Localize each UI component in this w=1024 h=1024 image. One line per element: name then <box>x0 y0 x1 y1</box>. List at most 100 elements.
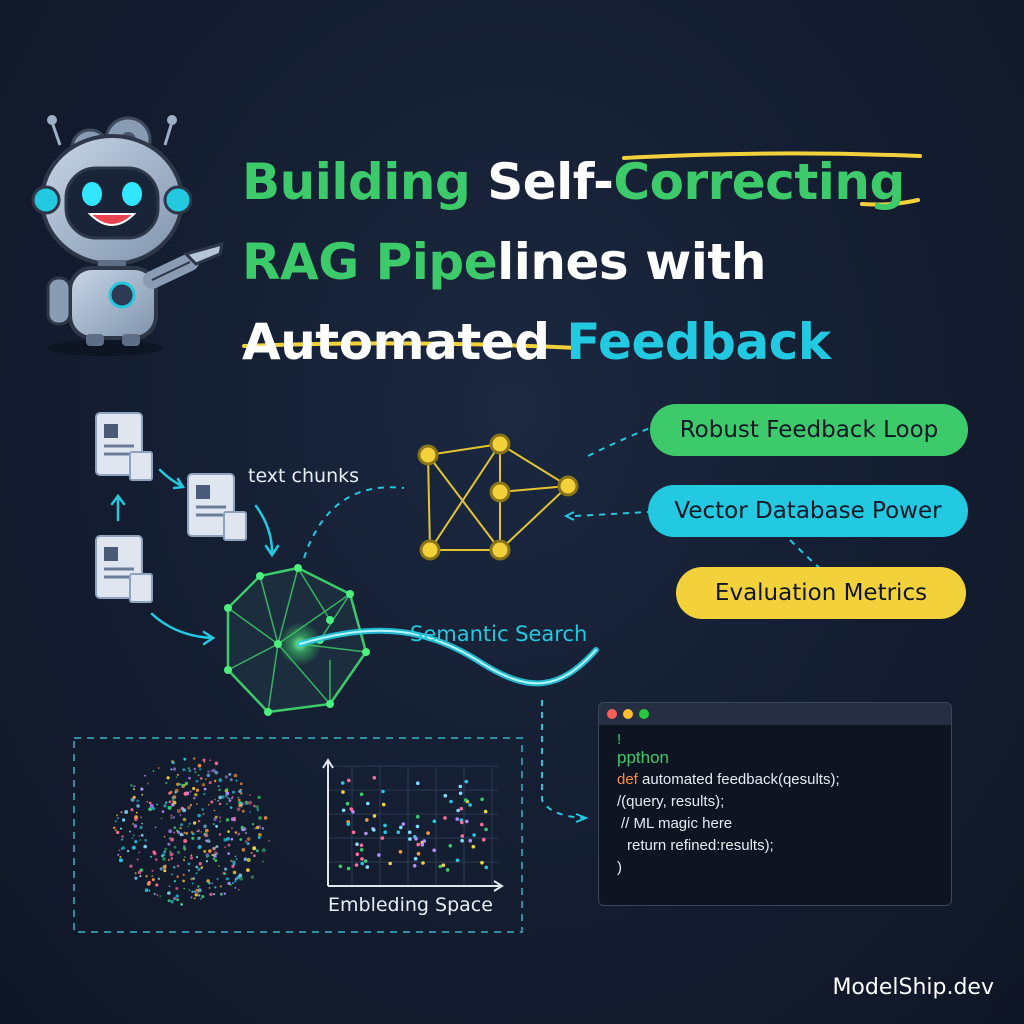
chart-point <box>416 851 421 856</box>
embedding-point <box>170 814 173 817</box>
chart-point <box>460 820 464 825</box>
embedding-point <box>211 768 216 773</box>
embedding-point <box>136 858 139 861</box>
embedding-point <box>119 855 122 858</box>
embedding-point <box>176 875 180 878</box>
embedding-point <box>218 833 222 836</box>
chart-point <box>445 868 450 872</box>
document-icon <box>187 473 247 541</box>
embedding-point <box>214 886 217 889</box>
flow-arrows <box>110 468 280 646</box>
embedding-point <box>195 865 198 869</box>
chart-point <box>464 798 468 802</box>
embedding-point <box>163 869 167 873</box>
chart-point <box>465 819 469 824</box>
code-line: ppthon <box>617 748 669 767</box>
embedding-point <box>120 827 122 830</box>
embedding-point <box>144 774 147 777</box>
embedding-point <box>163 804 167 808</box>
chart-point <box>468 838 473 843</box>
embedding-point <box>198 894 201 897</box>
embedding-point <box>217 799 220 802</box>
embedding-point <box>239 838 243 841</box>
title-highlight-mid <box>860 198 920 207</box>
embedding-point <box>230 859 233 863</box>
chart-point <box>414 837 418 841</box>
embedding-point <box>144 839 147 842</box>
embedding-point <box>165 782 168 785</box>
chart-point <box>432 819 437 824</box>
embedding-point <box>257 795 261 800</box>
embedding-point <box>118 858 123 863</box>
chart-point <box>482 837 486 842</box>
embedding-point <box>261 848 266 853</box>
embedding-point <box>144 888 149 892</box>
embedding-point <box>157 767 160 769</box>
embedding-point <box>121 846 125 850</box>
embedding-point <box>241 809 245 813</box>
embedding-point <box>224 794 228 797</box>
embedding-point <box>140 833 144 837</box>
chart-point <box>401 822 406 826</box>
embedding-point <box>239 876 244 881</box>
embedding-point <box>232 790 235 794</box>
embedding-point <box>152 770 155 772</box>
embedding-point <box>197 845 202 850</box>
embedding-point <box>183 831 186 834</box>
embedding-point <box>173 826 177 830</box>
embedding-point <box>177 830 181 834</box>
embedding-point <box>141 793 144 796</box>
embedding-point <box>228 797 230 800</box>
embedding-point <box>187 806 191 810</box>
embedding-point <box>232 816 236 821</box>
chart-point <box>460 838 464 843</box>
embedding-point <box>203 824 207 829</box>
embedding-point <box>249 811 252 813</box>
polyhedron-icon <box>224 564 370 716</box>
embedding-point <box>169 790 173 794</box>
embedding-point <box>176 773 179 776</box>
embedding-point <box>211 882 214 885</box>
embedding-point <box>216 877 219 881</box>
chart-point <box>346 866 351 871</box>
embedding-point <box>192 757 196 760</box>
embedding-point <box>184 781 189 786</box>
maximize-dot <box>639 709 649 719</box>
chart-point <box>381 789 385 794</box>
chart-point <box>426 831 430 835</box>
embedding-point <box>168 800 172 804</box>
embedding-point <box>225 802 229 806</box>
embedding-point <box>182 879 186 883</box>
embedding-point <box>207 855 210 858</box>
embedding-point <box>255 826 259 830</box>
footer-brand: ModelShip.dev <box>832 975 994 1000</box>
chart-point <box>422 839 427 843</box>
embedding-point <box>207 803 210 806</box>
embedding-point <box>225 877 229 881</box>
embedding-point <box>240 825 245 830</box>
embedding-point <box>139 825 143 830</box>
chart-point <box>359 843 364 848</box>
embedding-point <box>244 800 249 805</box>
embedding-point <box>183 757 187 761</box>
embedding-point <box>224 775 228 779</box>
embedding-point <box>219 885 223 888</box>
chart-point <box>413 856 418 861</box>
embedding-point <box>238 789 242 793</box>
embedding-point <box>148 807 153 812</box>
chart-point <box>349 807 354 811</box>
embedding-point <box>203 787 207 791</box>
chart-point <box>416 842 421 847</box>
embedding-point <box>172 816 176 819</box>
embedding-point <box>197 888 202 893</box>
embedding-point <box>167 805 172 810</box>
embedding-point <box>164 801 168 804</box>
chart-point <box>354 863 359 867</box>
embedding-point <box>204 833 209 838</box>
embedding-point <box>261 827 265 830</box>
chart-point <box>372 828 376 832</box>
embedding-point <box>167 891 171 895</box>
embedding-point <box>193 767 196 771</box>
embedding-point <box>189 790 192 793</box>
